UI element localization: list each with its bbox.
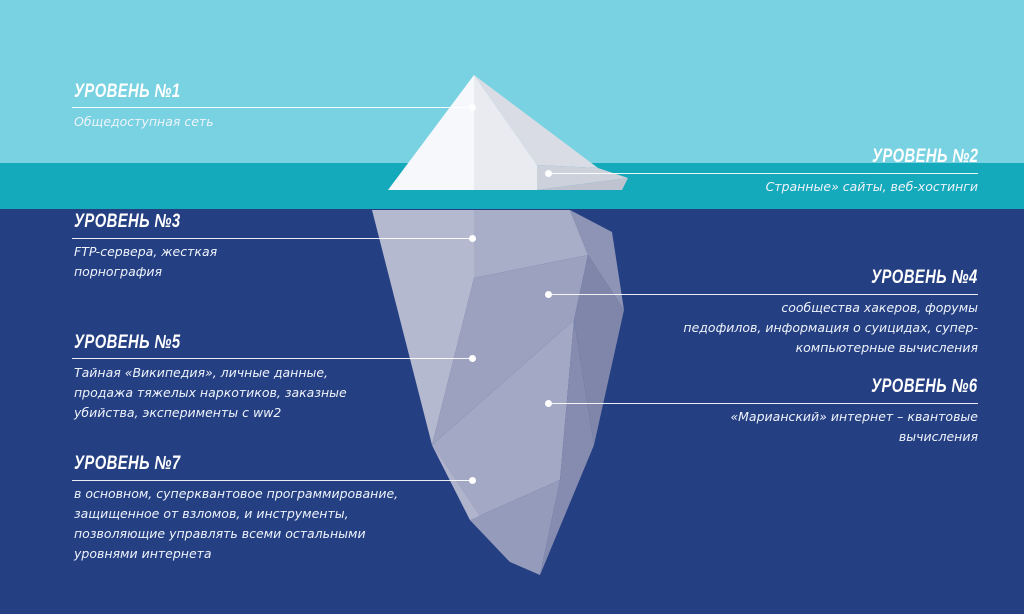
- level-4-desc-line: педофилов, информация о суицидах, супер-: [683, 320, 978, 335]
- connector-dot-5: [468, 354, 476, 362]
- level-1: УРОВЕНЬ №1 Общедоступная сеть: [74, 81, 214, 132]
- level-2-desc-line: Странные» сайты, веб-хостинги: [765, 179, 978, 194]
- level-7-desc-line: защищенное от взломов, и инструменты,: [74, 506, 349, 521]
- level-5: УРОВЕНЬ №5 Тайная «Википедия», личные да…: [74, 332, 347, 423]
- connector-dot-7: [468, 476, 476, 484]
- level-7: УРОВЕНЬ №7 в основном, суперквантовое пр…: [74, 453, 398, 564]
- connector-dot-3: [468, 234, 476, 242]
- level-1-description: Общедоступная сеть: [74, 112, 214, 132]
- level-4-description: сообщества хакеров, форумы педофилов, ин…: [683, 298, 978, 358]
- connector-line-4: [548, 294, 978, 295]
- connector-dot-6: [544, 399, 552, 407]
- level-7-description: в основном, суперквантовое программирова…: [74, 484, 398, 564]
- level-7-desc-line: в основном, суперквантовое программирова…: [74, 486, 399, 501]
- iceberg-underwater: [372, 210, 624, 575]
- connector-dot-4: [544, 290, 552, 298]
- level-5-description: Тайная «Википедия», личные данные, прода…: [74, 363, 347, 423]
- level-3-desc-line: FTP-сервера, жесткая: [74, 244, 218, 259]
- level-3-description: FTP-сервера, жесткая порнография: [74, 242, 217, 282]
- level-1-title: УРОВЕНЬ №1: [74, 81, 181, 102]
- iceberg-tip: [388, 75, 628, 190]
- level-6-desc-line: вычисления: [898, 429, 978, 444]
- level-4-title: УРОВЕНЬ №4: [871, 267, 978, 288]
- level-5-title: УРОВЕНЬ №5: [74, 332, 181, 353]
- level-1-desc-line: Общедоступная сеть: [74, 114, 214, 129]
- level-7-desc-line: уровнями интернета: [74, 546, 212, 561]
- connector-dot-1: [468, 103, 476, 111]
- level-3-desc-line: порнография: [74, 264, 163, 279]
- level-4-desc-line: сообщества хакеров, форумы: [781, 300, 978, 315]
- connector-dot-2: [544, 169, 552, 177]
- connector-line-1: [72, 107, 472, 108]
- level-2-description: Странные» сайты, веб-хостинги: [766, 177, 978, 197]
- level-7-title: УРОВЕНЬ №7: [74, 453, 181, 474]
- level-6-description: «Марианский» интернет – квантовые вычисл…: [730, 407, 978, 447]
- connector-line-7: [72, 480, 472, 481]
- connector-line-2: [548, 173, 978, 174]
- level-5-desc-line: убийства, эксперименты с ww2: [74, 405, 282, 420]
- level-3-title: УРОВЕНЬ №3: [74, 211, 181, 232]
- level-5-desc-line: Тайная «Википедия», личные данные,: [74, 365, 329, 380]
- level-7-desc-line: позволяющие управлять всеми остальными: [74, 526, 366, 541]
- level-6-desc-line: «Марианский» интернет – квантовые: [730, 409, 978, 424]
- level-2-title: УРОВЕНЬ №2: [871, 146, 978, 167]
- level-6: УРОВЕНЬ №6 «Марианский» интернет – квант…: [730, 376, 978, 447]
- level-4: УРОВЕНЬ №4 сообщества хакеров, форумы пе…: [683, 267, 978, 358]
- level-5-desc-line: продажа тяжелых наркотиков, заказные: [74, 385, 347, 400]
- connector-line-3: [72, 238, 472, 239]
- level-3: УРОВЕНЬ №3 FTP-сервера, жесткая порногра…: [74, 211, 217, 282]
- level-4-desc-line: компьютерные вычисления: [795, 340, 978, 355]
- connector-line-6: [548, 403, 978, 404]
- level-2: УРОВЕНЬ №2 Странные» сайты, веб-хостинги: [766, 146, 978, 197]
- connector-line-5: [72, 358, 472, 359]
- level-6-title: УРОВЕНЬ №6: [871, 376, 978, 397]
